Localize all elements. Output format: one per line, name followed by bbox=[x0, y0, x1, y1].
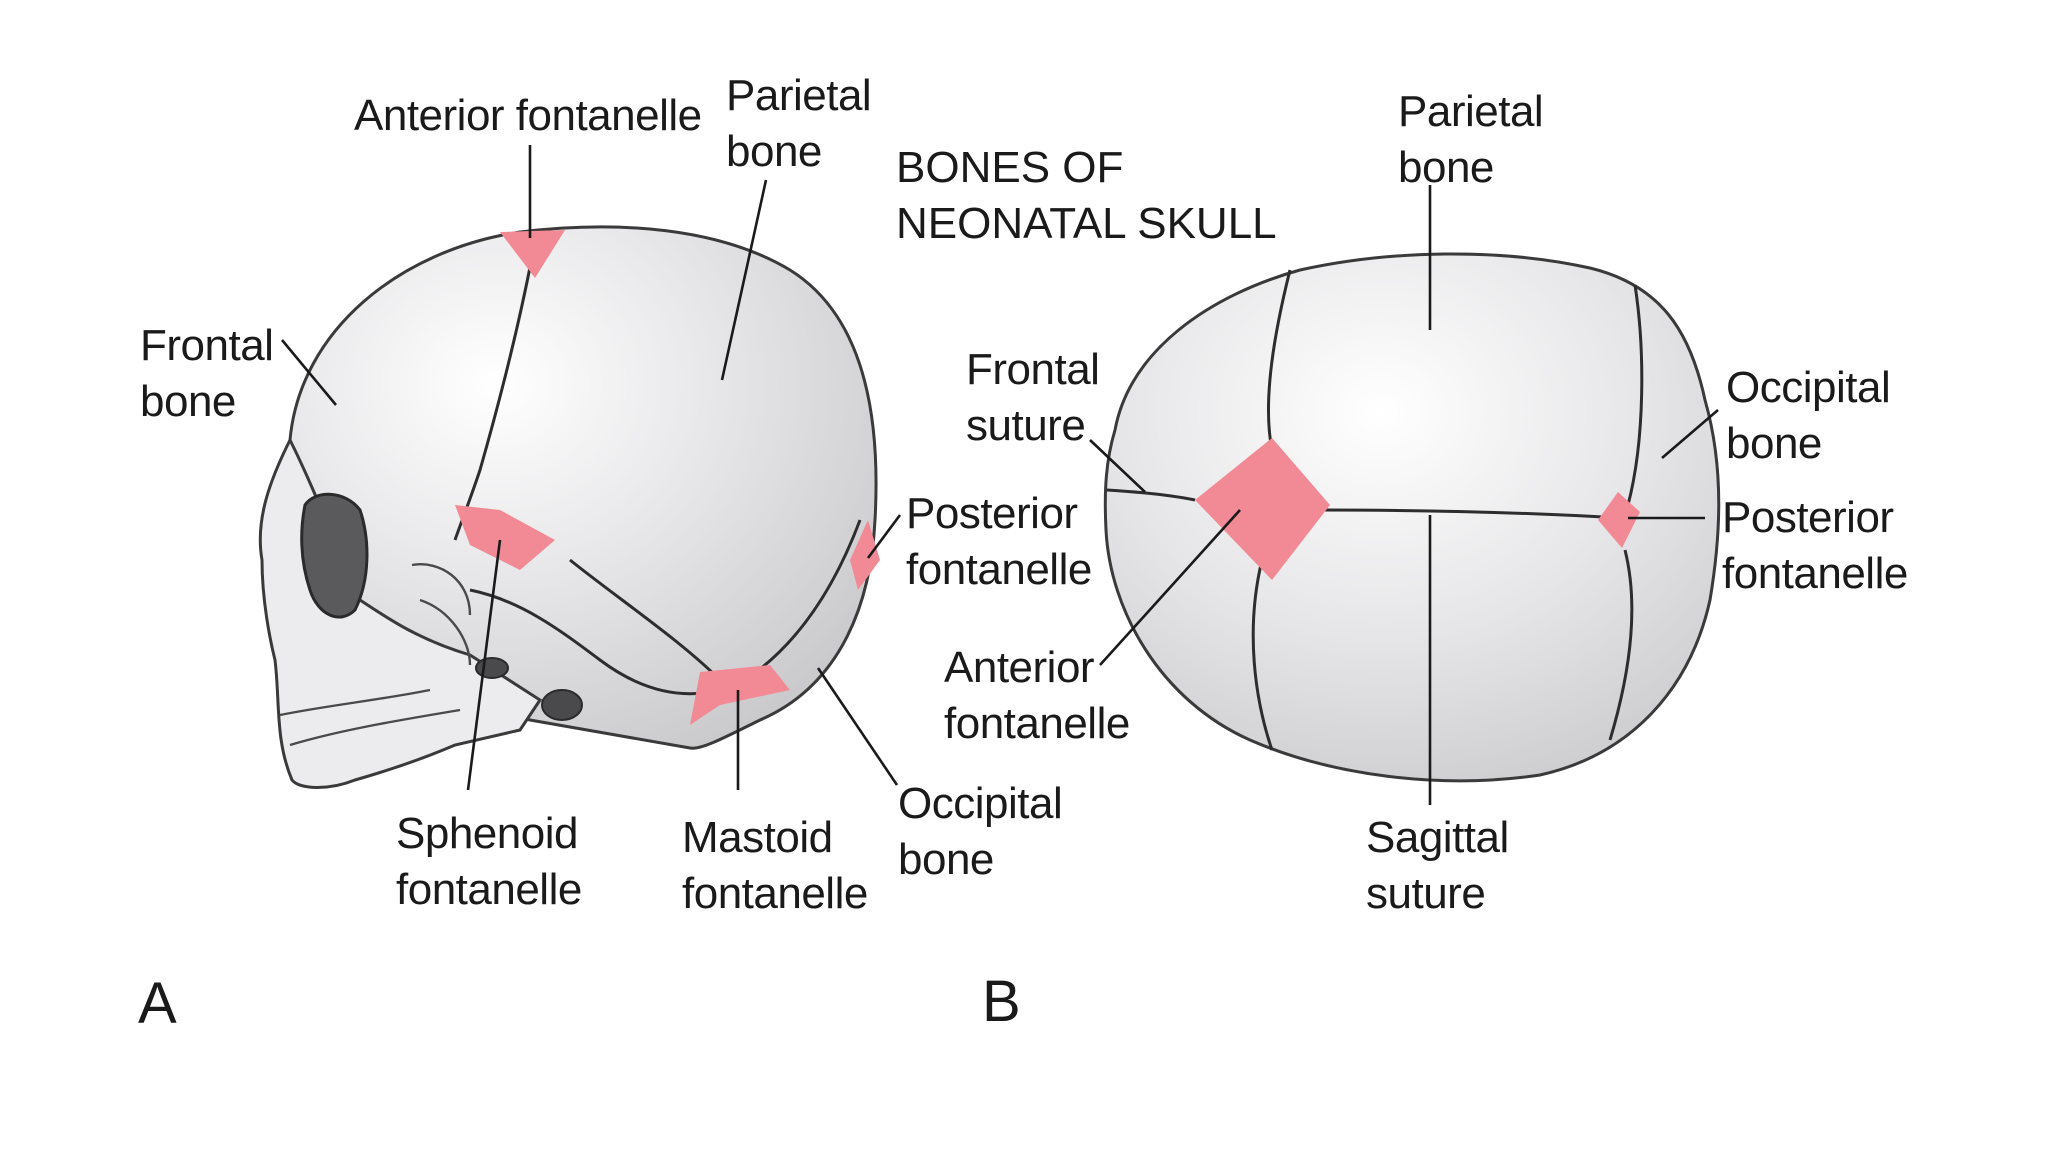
lateral-posterior-fontanelle bbox=[850, 520, 880, 590]
lateral-sphenoid-fontanelle bbox=[455, 505, 555, 570]
superior-cranium bbox=[1103, 252, 1721, 783]
label-posterior-fontanelle-a: Posterior fontanelle bbox=[906, 489, 1092, 594]
label-sphenoid-fontanelle-a: Sphenoid fontanelle bbox=[396, 809, 582, 914]
label-posterior-fontanelle-b: Posterior fontanelle bbox=[1722, 493, 1908, 598]
lateral-cranium bbox=[288, 225, 878, 750]
orbit bbox=[300, 492, 369, 619]
title-line-2: NEONATAL SKULL bbox=[896, 199, 1277, 248]
panel-label-a: A bbox=[138, 971, 177, 1036]
leader-lines bbox=[281, 145, 1719, 805]
superior-anterior-fontanelle bbox=[1195, 438, 1330, 580]
sagittal-suture-line bbox=[1319, 508, 1621, 520]
frontal-suture-line bbox=[1106, 488, 1196, 502]
label-occipital-bone-b: Occipital bone bbox=[1726, 363, 1891, 468]
lateral-anterior-fontanelle bbox=[500, 230, 565, 278]
panel-label-b: B bbox=[982, 969, 1021, 1034]
lateral-skull bbox=[258, 225, 880, 789]
label-sagittal-suture-b: Sagittal suture bbox=[1366, 813, 1509, 918]
label-anterior-fontanelle-a: Anterior fontanelle bbox=[354, 91, 702, 140]
title-line-1: BONES OF bbox=[896, 143, 1124, 192]
superior-skull bbox=[1103, 252, 1721, 783]
label-frontal-bone-a: Frontal bone bbox=[140, 321, 274, 426]
label-occipital-bone-a: Occipital bone bbox=[898, 779, 1063, 884]
label-mastoid-fontanelle-a: Mastoid fontanelle bbox=[682, 813, 868, 918]
lateral-mastoid-fontanelle bbox=[690, 665, 790, 725]
label-anterior-fontanelle-b: Anterior fontanelle bbox=[944, 643, 1130, 748]
label-parietal-bone-a: Parietal bone bbox=[726, 71, 872, 176]
superior-posterior-fontanelle bbox=[1598, 492, 1640, 548]
label-frontal-suture-b: Frontal suture bbox=[966, 345, 1100, 450]
label-parietal-bone-b: Parietal bone bbox=[1398, 87, 1544, 192]
diagram-title: BONES OF NEONATAL SKULL bbox=[896, 140, 1277, 252]
